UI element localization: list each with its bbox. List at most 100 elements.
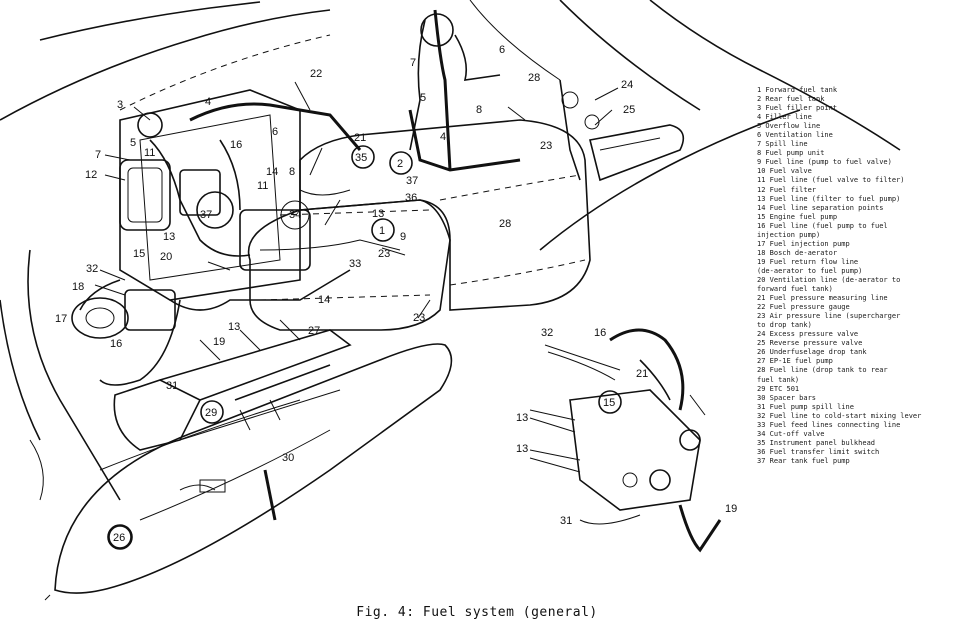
legend-item: 21 Fuel pressure measuring line: [757, 294, 888, 303]
callout-16b: 16: [110, 338, 122, 350]
callout-35: 35: [355, 152, 367, 164]
callout-34: 34: [289, 209, 301, 221]
callout-6: 6: [272, 126, 278, 138]
legend-item: 33 Fuel feed lines connecting line: [757, 420, 901, 429]
legend-item: 26 Underfuselage drop tank: [757, 348, 867, 357]
callout-5: 5: [130, 137, 136, 149]
callout-circle-29: [200, 400, 224, 424]
legend-item: 8 Fuel pump unit: [757, 149, 825, 158]
callout-13e: 13: [516, 443, 528, 455]
callout-13b: 13: [163, 231, 175, 243]
legend-item: 5 Overflow line: [757, 122, 821, 131]
legend-item: 2 Rear fuel tank: [757, 95, 825, 104]
callout-19b: 19: [725, 503, 737, 515]
callout-circle-26: [108, 525, 132, 549]
legend-item: 13 Fuel line (filter to fuel pump): [757, 194, 901, 203]
callout-21b: 21: [636, 368, 648, 380]
callout-21: 21: [354, 132, 366, 144]
legend-item: fuel tank): [757, 375, 800, 384]
callout-26: 26: [113, 532, 125, 544]
legend-item: 29 ETC 501: [757, 384, 800, 393]
legend-item: 24 Excess pressure valve: [757, 330, 859, 339]
legend-item: 6 Ventilation line: [757, 131, 833, 140]
callout-31b: 31: [560, 515, 572, 527]
callout-13: 13: [372, 208, 384, 220]
callout-13c: 13: [228, 321, 240, 333]
callout-16c: 16: [594, 327, 606, 339]
legend-item: 4 Filler line: [757, 113, 812, 122]
legend-item: 19 Fuel return flow line: [757, 257, 859, 266]
callout-12: 12: [85, 169, 97, 181]
callout-6b: 6: [499, 44, 505, 56]
legend-item: 1 Forward fuel tank: [757, 86, 838, 94]
drop-tank: [44, 343, 453, 601]
fuselage-outline: [0, 0, 901, 501]
legend-item: 12 Fuel filter: [757, 185, 817, 194]
legend-item: forward fuel tank): [757, 285, 833, 294]
callout-37: 37: [406, 175, 418, 187]
callout-18: 18: [72, 281, 84, 293]
callout-3: 3: [117, 99, 123, 111]
legend-item: 23 Air pressure line (supercharger: [757, 312, 901, 321]
legend-item: 31 Fuel pump spill line: [757, 402, 854, 411]
legend-item: 27 EP-1E fuel pump: [757, 357, 833, 366]
legend-item: injection pump): [757, 230, 821, 239]
legend-item: 17 Fuel injection pump: [757, 239, 850, 248]
legend-item: 20 Ventilation line (de-aerator to: [757, 275, 901, 284]
callout-11: 11: [144, 147, 155, 159]
callout-4b: 4: [440, 131, 446, 143]
legend-item: 11 Fuel line (fuel valve to filter): [757, 176, 905, 185]
callout-28b: 28: [499, 218, 511, 230]
legend-item: 30 Spacer bars: [757, 393, 817, 402]
figure-caption: Fig. 4: Fuel system (general): [356, 605, 598, 620]
forward-fuel-tank: [247, 199, 451, 331]
callout-17: 17: [55, 313, 67, 325]
fuel-filler-lines: [408, 9, 600, 181]
callout-16: 16: [230, 139, 242, 151]
engine-block: [119, 89, 311, 301]
callout-labels: 1 2 3 4 4 5 5 6 6 7 7 8 8 9 11 11 12 13 …: [55, 44, 737, 544]
legend-item: 3 Fuel filler point: [757, 104, 838, 113]
legend-item: 25 Reverse pressure valve: [757, 339, 863, 348]
callout-22: 22: [310, 68, 322, 80]
callout-1: 1: [379, 225, 385, 237]
callout-28: 28: [528, 72, 540, 84]
legend-item: 32 Fuel line to cold-start mixing lever: [757, 411, 922, 420]
legend-item: 34 Cut-off valve: [757, 429, 825, 438]
callout-19: 19: [213, 336, 225, 348]
callout-13d: 13: [516, 412, 528, 424]
callout-7b: 7: [410, 57, 416, 69]
legend-item: (de-aerator to fuel pump): [757, 266, 863, 275]
legend-item: 16 Fuel line (fuel pump to fuel: [757, 221, 888, 230]
callout-37b: 37: [200, 209, 212, 221]
callout-27: 27: [308, 325, 320, 337]
callout-24: 24: [621, 79, 633, 91]
engine-pump-detail: [529, 328, 722, 553]
callout-25: 25: [623, 104, 635, 116]
callout-32b: 32: [541, 327, 553, 339]
legend-item: 37 Rear tank fuel pump: [757, 456, 850, 465]
legend-item: 22 Fuel pressure gauge: [757, 303, 850, 312]
legend-item: 9 Fuel line (pump to fuel valve): [757, 158, 892, 167]
callout-circle-35: [351, 145, 375, 169]
etc-501-rack: [113, 319, 352, 451]
legend-item: 35 Instrument panel bulkhead: [757, 438, 876, 447]
callout-36: 36: [405, 192, 417, 204]
callout-circle-1: [371, 218, 395, 242]
legend-item: 7 Spill line: [757, 140, 808, 149]
callout-23c: 23: [413, 312, 425, 324]
injection-pump: [71, 289, 176, 339]
legend-item: 28 Fuel line (drop tank to rear: [757, 366, 888, 375]
callout-15b: 15: [133, 248, 145, 260]
callout-14: 14: [266, 166, 278, 178]
callout-circle-15: [598, 390, 622, 414]
callout-33: 33: [349, 258, 361, 270]
callout-23b: 23: [378, 248, 390, 260]
callout-5b: 5: [420, 92, 426, 104]
callout-23: 23: [540, 140, 552, 152]
callout-31: 31: [166, 380, 178, 392]
legend-item: 18 Bosch de-aerator: [757, 248, 838, 257]
callout-9: 9: [400, 231, 406, 243]
